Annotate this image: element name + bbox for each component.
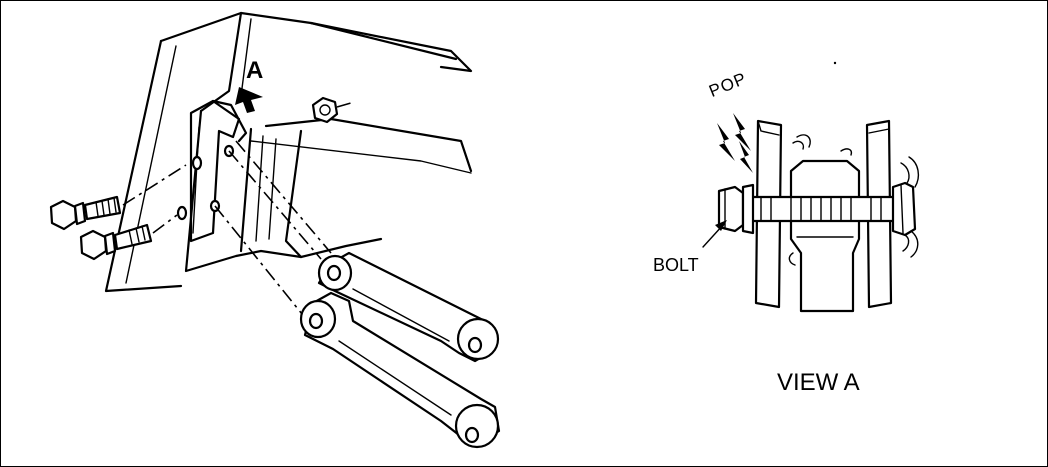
view-a-arrow xyxy=(235,87,263,113)
bolt-leader xyxy=(702,220,727,248)
bolt-head xyxy=(717,183,755,235)
pop-lightning-icon xyxy=(717,113,753,173)
frame-body xyxy=(104,11,473,293)
view-a-caption: VIEW A xyxy=(777,369,860,396)
upper-bolt xyxy=(49,164,187,231)
upper-link-arm xyxy=(317,251,500,363)
lower-bolt xyxy=(79,214,178,261)
motion-lines-icon xyxy=(788,134,920,266)
upper-nut xyxy=(311,96,352,124)
alignment-lines xyxy=(214,140,332,320)
lower-link-arm xyxy=(299,291,501,449)
view-a-marker: A xyxy=(246,57,264,84)
nut-right xyxy=(891,181,917,237)
mounting-bracket xyxy=(176,99,248,243)
speck xyxy=(833,61,837,65)
bolt-label: BOLT xyxy=(653,255,699,275)
view-a-detail xyxy=(741,119,909,313)
